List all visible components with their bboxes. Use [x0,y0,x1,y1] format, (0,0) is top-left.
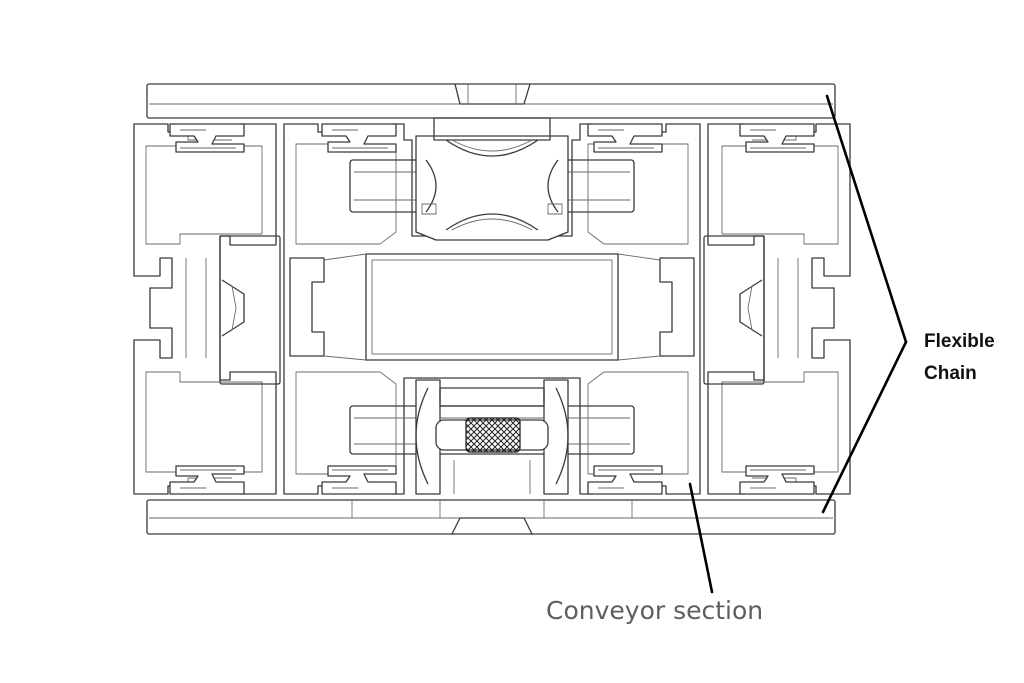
left-chain-guide [219,235,281,385]
slot-bottom-center-left [321,465,397,495]
left-outer-profile [133,123,277,495]
top-chain-plate [146,83,836,119]
slot-top-left [169,123,245,153]
flexible-chain-leaders [821,94,908,514]
flexible-chain-label: Flexible Chain [924,326,995,390]
right-outer-profile [707,123,851,495]
slot-bottom-center-right [587,465,663,495]
slot-bottom-left [169,465,245,495]
top-chain-link [349,117,635,241]
slot-bottom-right [739,465,815,495]
slot-top-center-right [587,123,663,153]
slot-top-center-left [321,123,397,153]
slot-top-right [739,123,815,153]
flexible-chain-label-line2: Chain [924,363,977,384]
conveyor-section-leader [688,482,714,594]
bottom-chain-link [349,379,635,495]
right-chain-guide [703,235,765,385]
bottom-chain-plate [146,499,836,535]
knurled-roller-pin [465,417,521,453]
conveyor-section-label: Conveyor section [546,596,764,625]
flexible-chain-label-line1: Flexible [924,331,995,352]
